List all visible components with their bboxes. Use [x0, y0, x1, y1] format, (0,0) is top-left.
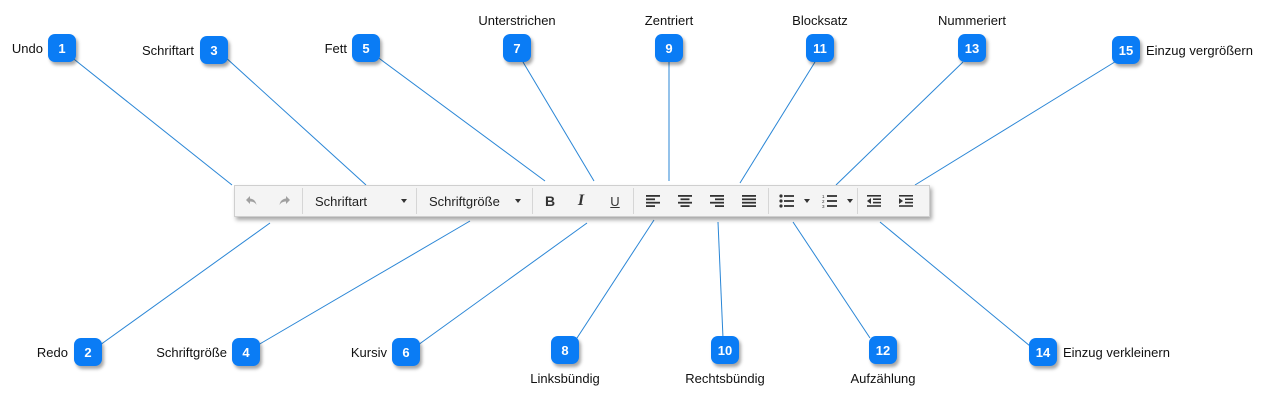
callout-badge-3: 3: [200, 36, 228, 64]
separator: [768, 188, 769, 214]
chevron-down-icon: [401, 199, 407, 203]
callout-badge-12: 12: [869, 336, 897, 364]
callout-label-4: Schriftgröße: [156, 345, 227, 360]
bullet-list-dropdown-chevron-icon[interactable]: [804, 199, 810, 203]
undo-icon: [244, 193, 260, 209]
editor-toolbar: Schriftart Schriftgröße B I U: [234, 185, 930, 217]
callout-label-14: Einzug verkleinern: [1063, 345, 1170, 360]
align-justify-button[interactable]: [734, 186, 764, 216]
separator: [416, 188, 417, 214]
callout-label-10: Rechtsbündig: [685, 371, 765, 386]
svg-text:1: 1: [822, 194, 825, 199]
callout-line-10: [717, 221, 724, 339]
font-size-value: Schriftgröße: [429, 193, 500, 209]
callout-badge-8: 8: [551, 336, 579, 364]
callout-badge-4: 4: [232, 338, 260, 366]
callout-label-7: Unterstrichen: [478, 13, 556, 28]
svg-text:3: 3: [822, 204, 825, 208]
callout-line-15: [914, 59, 1119, 186]
callout-line-1: [69, 55, 233, 186]
font-family-value: Schriftart: [315, 193, 368, 209]
undo-button[interactable]: [237, 186, 267, 216]
callout-line-11: [739, 61, 816, 184]
align-right-icon: [709, 194, 725, 208]
callout-line-7: [522, 61, 595, 182]
outdent-button[interactable]: [859, 186, 889, 216]
align-right-button[interactable]: [702, 186, 732, 216]
indent-icon: [898, 194, 914, 208]
callout-badge-11: 11: [806, 34, 834, 62]
align-center-button[interactable]: [670, 186, 700, 216]
callout-label-5: Fett: [324, 41, 347, 56]
numbered-list-dropdown-chevron-icon[interactable]: [847, 199, 853, 203]
italic-icon: I: [577, 192, 585, 209]
callout-line-2: [99, 222, 271, 346]
callout-line-4: [257, 220, 471, 346]
callout-line-3: [223, 55, 367, 186]
callout-badge-1: 1: [48, 34, 76, 62]
callout-label-13: Nummeriert: [938, 13, 1006, 28]
callout-line-14: [879, 221, 1031, 347]
callout-line-5: [375, 55, 546, 182]
callout-line-6: [417, 222, 588, 346]
separator: [633, 188, 634, 214]
separator: [532, 188, 533, 214]
callout-label-9: Zentriert: [644, 13, 694, 28]
callout-label-11: Blocksatz: [792, 13, 848, 28]
separator: [302, 188, 303, 214]
callout-line-12: [792, 221, 871, 339]
callout-badge-10: 10: [711, 336, 739, 364]
bullet-list-button[interactable]: [772, 186, 802, 216]
svg-text:2: 2: [822, 199, 825, 204]
callout-badge-14: 14: [1029, 338, 1057, 366]
callout-badge-9: 9: [655, 34, 683, 62]
chevron-down-icon: [515, 199, 521, 203]
redo-button[interactable]: [269, 186, 299, 216]
callout-label-15: Einzug vergrößern: [1146, 43, 1253, 58]
callout-badge-6: 6: [392, 338, 420, 366]
callout-badge-2: 2: [74, 338, 102, 366]
font-family-dropdown[interactable]: Schriftart: [303, 186, 415, 216]
indent-button[interactable]: [891, 186, 921, 216]
outdent-icon: [866, 194, 882, 208]
italic-button[interactable]: I: [566, 186, 596, 216]
align-left-icon: [645, 194, 661, 208]
callout-label-6: Kursiv: [350, 345, 387, 360]
callout-label-1: Undo: [11, 41, 43, 56]
bullet-list-icon: [779, 194, 795, 208]
callout-label-2: Redo: [36, 345, 68, 360]
callout-badge-7: 7: [503, 34, 531, 62]
align-left-button[interactable]: [638, 186, 668, 216]
callout-line-8: [576, 219, 655, 339]
underline-button[interactable]: U: [600, 186, 630, 216]
callout-line-13: [835, 61, 964, 186]
align-justify-icon: [741, 194, 757, 208]
underline-icon: U: [610, 193, 620, 209]
bold-icon: B: [544, 193, 556, 209]
callout-label-12: Aufzählung: [850, 371, 916, 386]
callout-label-8: Linksbündig: [530, 371, 600, 386]
callout-label-3: Schriftart: [141, 43, 194, 58]
bold-button[interactable]: B: [535, 186, 565, 216]
callout-badge-15: 15: [1112, 36, 1140, 64]
callout-badge-5: 5: [352, 34, 380, 62]
callout-badge-13: 13: [958, 34, 986, 62]
redo-icon: [276, 193, 292, 209]
align-center-icon: [677, 194, 693, 208]
font-size-dropdown[interactable]: Schriftgröße: [417, 186, 529, 216]
separator: [857, 188, 858, 214]
